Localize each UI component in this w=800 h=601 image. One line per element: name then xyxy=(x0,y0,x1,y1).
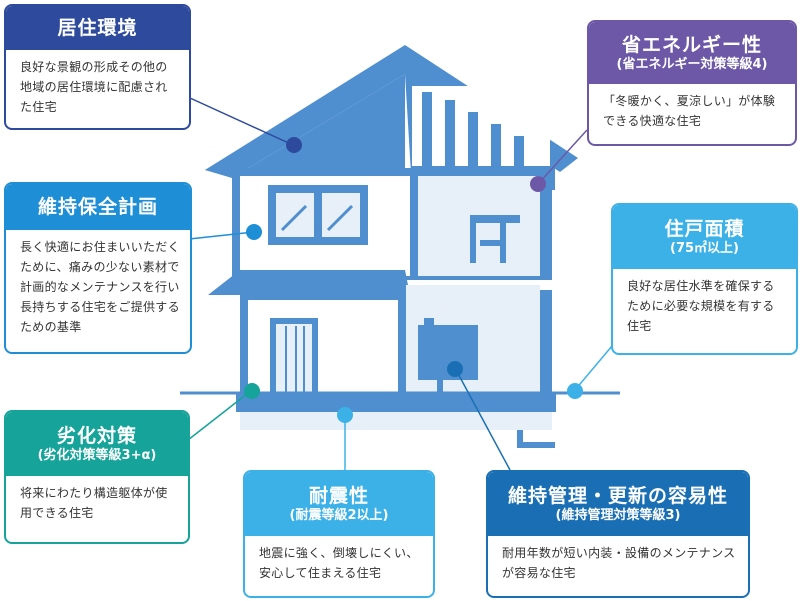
dot-deterioration xyxy=(244,383,260,399)
card-title: 劣化対策 xyxy=(56,424,137,447)
card-body: 良好な居住水準を確保するために必要な規模を有する住宅 xyxy=(627,279,775,333)
attic-rafters xyxy=(422,92,524,168)
card-body: 地震に強く、倒壊しにくい、安心して住まえる住宅 xyxy=(259,546,419,580)
card-body: 耐用年数が短い内装・設備のメンテナンスが容易な住宅 xyxy=(502,546,736,580)
card-body: 長く快適にお住まいいただくために、痛みの少ない素材で計画的なメンテナンスを行い長… xyxy=(20,240,180,334)
dot-floor-area xyxy=(567,383,583,399)
middle-eave xyxy=(208,270,410,295)
card-title: 省エネルギー性 xyxy=(621,33,762,56)
card-maintenance-plan: 維持保全計画 長く快適にお住まいいただくために、痛みの少ない素材で計画的なメンテ… xyxy=(4,182,192,354)
card-header: 劣化対策 (劣化対策等級3+α) xyxy=(6,412,188,476)
card-living-environment: 居住環境 良好な景観の形成その他の地域の居住環境に配慮された住宅 xyxy=(4,4,191,130)
card-floor-area: 住戸面積 (75㎡以上) 良好な居住水準を確保するために必要な規模を有する住宅 xyxy=(611,203,798,355)
card-title: 耐震性 xyxy=(308,484,369,507)
card-title: 住戸面積 xyxy=(664,217,745,240)
card-body: 良好な景観の形成その他の地域の居住環境に配慮された住宅 xyxy=(20,60,168,114)
wall-right-upper xyxy=(418,176,540,276)
card-header: 居住環境 xyxy=(6,6,189,50)
card-title: 居住環境 xyxy=(57,16,138,39)
card-body: 将来にわたり構造躯体が使用できる住宅 xyxy=(20,486,168,520)
card-header: 維持管理・更新の容易性 (維持管理対策等級3) xyxy=(488,472,748,536)
card-body: 「冬暖かく、夏涼しい」が体験できる快適な住宅 xyxy=(603,94,776,128)
roof-front-fill xyxy=(232,74,405,178)
card-header: 耐震性 (耐震等級2以上) xyxy=(245,472,433,536)
card-header: 省エネルギー性 (省エネルギー対策等級4) xyxy=(589,22,795,84)
card-subtitle: (劣化対策等級3+α) xyxy=(37,447,157,463)
dot-maintenance-plan xyxy=(246,224,262,240)
card-header: 維持保全計画 xyxy=(6,184,190,230)
card-title: 維持管理・更新の容易性 xyxy=(507,484,728,507)
attic-interior xyxy=(412,86,550,166)
dot-maintenance-update xyxy=(447,361,463,377)
card-maintenance-update: 維持管理・更新の容易性 (維持管理対策等級3) 耐用年数が短い内装・設備のメンテ… xyxy=(486,470,750,598)
card-deterioration: 劣化対策 (劣化対策等級3+α) 将来にわたり構造躯体が使用できる住宅 xyxy=(4,410,190,544)
card-header: 住戸面積 (75㎡以上) xyxy=(613,205,796,269)
card-subtitle: (維持管理対策等級3) xyxy=(555,507,681,523)
card-subtitle: (省エネルギー対策等級4) xyxy=(616,56,768,72)
dot-living-environment xyxy=(286,137,302,153)
card-subtitle: (75㎡以上) xyxy=(670,240,739,256)
card-subtitle: (耐震等級2以上) xyxy=(289,507,389,523)
foundation xyxy=(236,392,556,412)
card-earthquake: 耐震性 (耐震等級2以上) 地震に強く、倒壊しにくい、安心して住まえる住宅 xyxy=(243,470,435,598)
dot-earthquake xyxy=(337,407,353,423)
roof-left-slope xyxy=(205,48,405,178)
dot-energy-saving xyxy=(530,176,546,192)
card-energy-saving: 省エネルギー性 (省エネルギー対策等級4) 「冬暖かく、夏涼しい」が体験できる快… xyxy=(587,20,797,146)
card-title: 維持保全計画 xyxy=(37,195,158,218)
